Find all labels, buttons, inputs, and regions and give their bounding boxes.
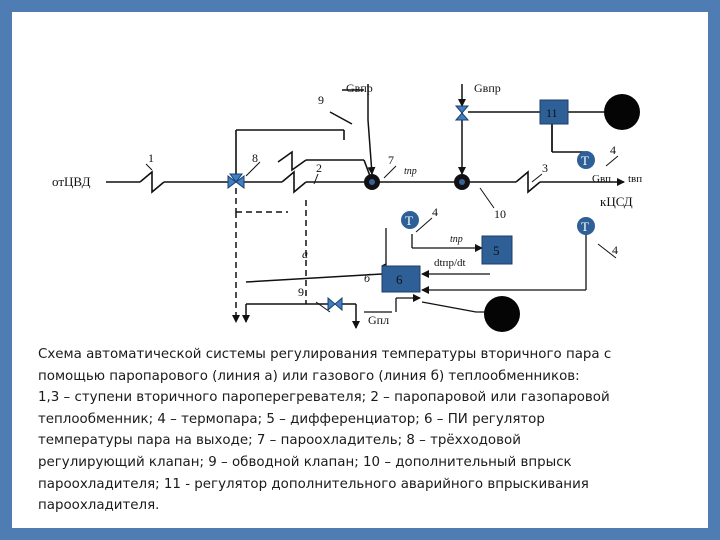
label-9a: 9 [318, 93, 324, 107]
g-gas-label: Gпл [368, 313, 389, 327]
label-4c: 4 [612, 243, 618, 257]
label-4a: 4 [610, 143, 616, 157]
t-interm2-label: tпр [450, 234, 463, 245]
inlet-label: отЦВД [52, 174, 91, 189]
extra-spray-node-dot [459, 179, 465, 185]
actuator-11 [604, 94, 640, 130]
caption-line: Схема автоматической системы регулирован… [38, 347, 612, 362]
figure-caption: Схема автоматической системы регулирован… [38, 344, 678, 517]
g-top-right-label: Gвпр [474, 81, 501, 95]
out-temp-left-label: Gвп [592, 173, 611, 185]
thermocouple-final-sensor [577, 217, 595, 235]
main-steam-line [106, 129, 625, 194]
label-3: 3 [542, 161, 548, 175]
spray-pipes [329, 84, 606, 175]
label-9b: 9 [298, 285, 304, 299]
bypass-valve [327, 296, 343, 312]
differentiator-5-box [481, 235, 513, 265]
caption-line: регулирующий клапан; 9 – обводной клапан… [38, 454, 572, 470]
actuator-6 [484, 296, 520, 332]
regulator-11-box [539, 99, 569, 125]
caption-line: теплообменник; 4 – термопара; 5 – диффер… [38, 411, 545, 427]
caption-line: температуры пара на выходе; 7 – пароохла… [38, 433, 521, 449]
box-label-11: 11 [546, 106, 558, 120]
caption-line: помощью паропарового (линия а) или газов… [38, 368, 580, 384]
spray-valve [454, 105, 470, 121]
label-10: 10 [494, 207, 506, 221]
sensor-letter-3: T [581, 219, 589, 234]
caption-line: 1,3 – ступени вторичного пароперегревате… [38, 390, 610, 406]
attemperator-node-dot [369, 179, 375, 185]
caption-line: пароохладителя. [38, 498, 160, 514]
three-way-valve [227, 173, 245, 189]
pi-regulator-6-box [381, 265, 421, 293]
t-interm-label: tпр [404, 166, 417, 177]
label-1: 1 [148, 151, 154, 165]
outlet-label: кЦСД [600, 194, 633, 209]
thermocouple-outlet-sensor [577, 151, 595, 169]
label-8: 8 [252, 151, 258, 165]
gas-bypass-lines [232, 188, 383, 329]
g-top-left-label: Gвпр [346, 81, 373, 95]
control-scheme-diagram: T T T 11 5 6 отЦВД кЦСД Gвпр Gвпр Gпл Gв… [52, 81, 642, 332]
label-7: 7 [388, 153, 394, 167]
label-4b: 4 [432, 205, 438, 219]
leader-lines [145, 155, 619, 313]
thermocouple-intermediate-sensor [401, 211, 419, 229]
box-label-6: 6 [396, 272, 403, 287]
sensor-letter-1: T [581, 153, 589, 168]
out-temp-right-label: tвп [628, 173, 642, 185]
line-a-label: а [302, 247, 308, 261]
box-label-5: 5 [493, 243, 500, 258]
slide: T T T 11 5 6 отЦВД кЦСД Gвпр Gвпр Gпл Gв… [12, 12, 708, 528]
caption-line: пароохладителя; 11 - регулятор дополните… [38, 476, 589, 492]
line-b-label: б [364, 271, 371, 285]
label-2: 2 [316, 161, 322, 175]
sensor-letter-2: T [405, 213, 413, 228]
deriv-label: dtпр/dt [434, 257, 466, 269]
